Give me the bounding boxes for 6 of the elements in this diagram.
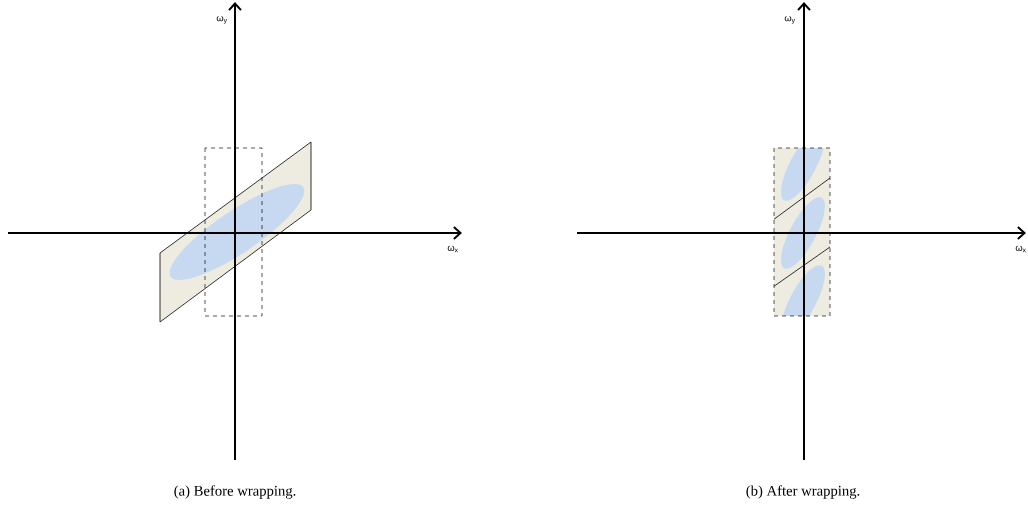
axis-label: ω$_{y}$ <box>784 16 795 24</box>
subcaption: (b) After wrapping. <box>746 485 860 499</box>
subcaption: (a) Before wrapping. <box>174 485 296 499</box>
axis-label: ω$_{x}$ <box>1015 245 1026 253</box>
axis-label: ω$_{y}$ <box>216 16 227 24</box>
axis-label: ω$_{x}$ <box>447 245 458 253</box>
